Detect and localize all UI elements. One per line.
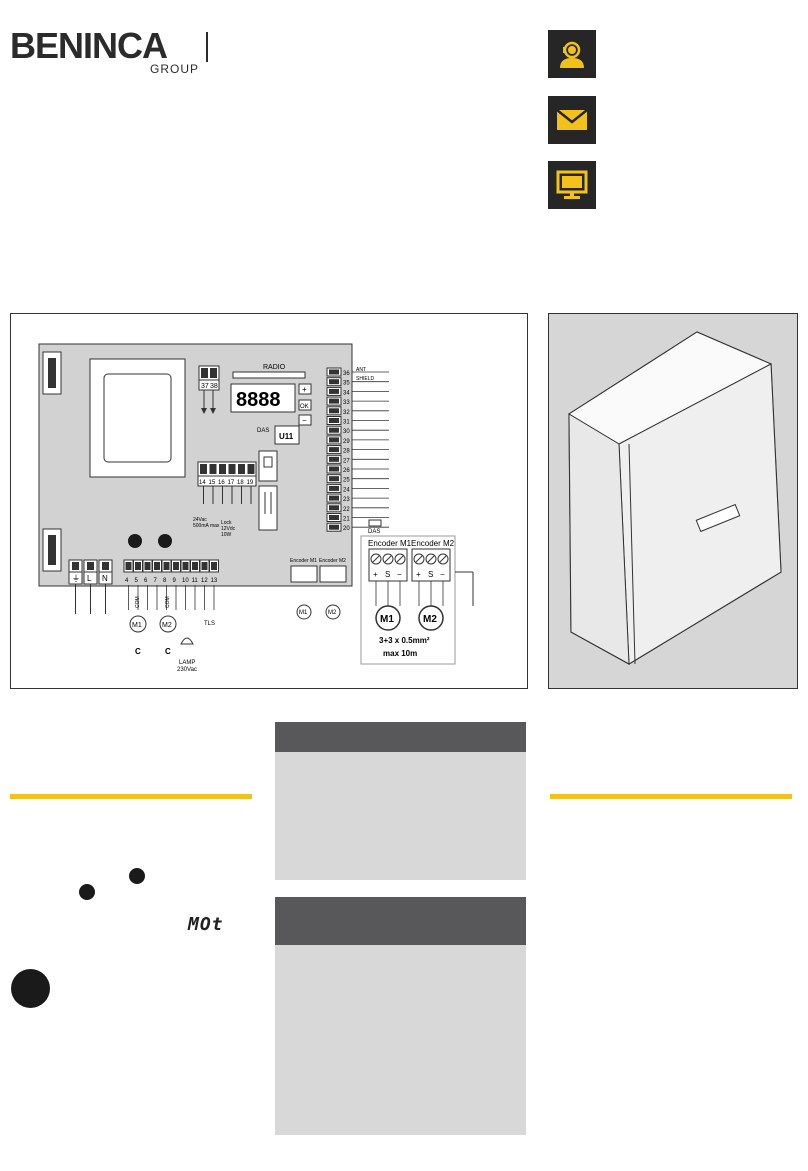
enc-sign-1-2: − <box>440 570 445 579</box>
divider-right <box>550 794 792 799</box>
rterm-20: 20 <box>343 526 350 532</box>
rterm-25: 25 <box>343 478 350 484</box>
mterm-11: 11 <box>192 578 199 584</box>
mterm-4: 4 <box>125 578 129 584</box>
radio-label: RADIO <box>263 364 286 371</box>
enc-motor-m1: M1 <box>380 614 394 625</box>
brand-sub: GROUP <box>150 62 199 76</box>
u11-label: U11 <box>279 432 294 441</box>
divider-left <box>10 794 252 799</box>
btn-plus: + <box>302 385 307 394</box>
btn-ok: OK <box>300 404 309 410</box>
rterm-34: 34 <box>343 390 350 396</box>
bullet-dot-large <box>11 969 50 1008</box>
das-bottom-label: DAS <box>368 529 380 535</box>
rterm-24: 24 <box>343 487 350 493</box>
power-term-0: ⏚ <box>72 574 80 583</box>
lamp-label: LAMP <box>179 660 195 666</box>
enc-m1: Encoder M1 <box>368 539 412 548</box>
support-icon <box>548 30 596 78</box>
mterm-10: 10 <box>182 578 189 584</box>
cap-m2: C <box>165 647 171 656</box>
power-term-2: N <box>102 574 108 583</box>
mterm-13: 13 <box>211 578 218 584</box>
das-label: DAS <box>257 428 269 434</box>
ant-label: ANT <box>356 367 366 373</box>
com-label-2: COM <box>165 596 171 608</box>
motor-m2-small: M2 <box>162 622 172 629</box>
rterm-31: 31 <box>343 420 350 426</box>
term-18: 18 <box>237 480 244 486</box>
brand-name: BENINCA <box>10 25 168 66</box>
rterm-35: 35 <box>343 381 350 387</box>
label-24vac: 24Vac <box>193 517 207 523</box>
rterm-33: 33 <box>343 400 350 406</box>
rterm-27: 27 <box>343 458 350 464</box>
term-19: 19 <box>247 480 254 486</box>
label-500ma: 500mA max <box>193 523 220 529</box>
monitor-icon <box>548 161 596 209</box>
tls-label: TLS <box>204 621 215 627</box>
rterm-36: 36 <box>343 371 350 377</box>
grey-body-1 <box>275 752 526 880</box>
cap-m1: C <box>135 647 141 656</box>
rterm-28: 28 <box>343 449 350 455</box>
mterm-6: 6 <box>144 578 148 584</box>
cable-spec: 3+3 x 0.5mm² <box>379 636 430 645</box>
motor-m1-small: M1 <box>132 622 142 629</box>
enc-m1-small: Encoder M1 <box>290 558 317 564</box>
mterm-9: 9 <box>173 578 177 584</box>
term-16: 16 <box>218 480 225 486</box>
rterm-29: 29 <box>343 439 350 445</box>
grey-header-1 <box>275 722 526 752</box>
mterm-12: 12 <box>201 578 208 584</box>
label-12vdc: 12Vdc <box>221 526 236 532</box>
enc-m2-small: Encoder M2 <box>319 558 346 564</box>
enc-sign-0-0: + <box>373 570 378 579</box>
display-code: MOt <box>188 914 224 935</box>
grey-body-2 <box>275 945 526 1135</box>
label-10w: 10W <box>221 532 232 538</box>
enc-motor-m2-small: M2 <box>328 610 337 616</box>
shield-label: SHIELD <box>356 376 374 382</box>
bullet-dot-2 <box>79 884 95 900</box>
grey-header-2 <box>275 897 526 945</box>
cable-max: max 10m <box>383 649 417 658</box>
enc-sign-1-0: + <box>416 570 421 579</box>
power-term-1: L <box>87 574 92 583</box>
beninca-logo: BENINCA GROUP <box>10 22 210 78</box>
bullet-dot-1 <box>129 868 145 884</box>
rterm-26: 26 <box>343 468 350 474</box>
enc-sign-0-2: − <box>397 570 402 579</box>
rterm-22: 22 <box>343 507 350 513</box>
com-label-1: COM <box>135 596 141 608</box>
rterm-30: 30 <box>343 429 350 435</box>
mterm-5: 5 <box>135 578 139 584</box>
mail-icon <box>548 96 596 144</box>
mterm-8: 8 <box>163 578 167 584</box>
lamp-volt: 230Vac <box>177 667 197 673</box>
mterm-7: 7 <box>154 578 158 584</box>
label-lock: Lock <box>221 520 232 526</box>
term-14: 14 <box>199 480 206 486</box>
enclosure-image <box>548 313 798 689</box>
enc-m2: Encoder M2 <box>411 539 455 548</box>
term-15: 15 <box>209 480 216 486</box>
btn-minus: − <box>302 416 307 425</box>
term-17: 17 <box>228 480 235 486</box>
rterm-32: 32 <box>343 410 350 416</box>
enc-motor-m2: M2 <box>423 614 437 625</box>
term-38: 38 <box>210 383 218 390</box>
rterm-23: 23 <box>343 497 350 503</box>
enc-sign-1-1: S <box>428 570 433 579</box>
enc-sign-0-1: S <box>385 570 390 579</box>
enc-motor-m1-small: M1 <box>299 610 308 616</box>
display-digits: 8888 <box>236 389 281 411</box>
rterm-21: 21 <box>343 517 350 523</box>
term-37: 37 <box>201 383 209 390</box>
